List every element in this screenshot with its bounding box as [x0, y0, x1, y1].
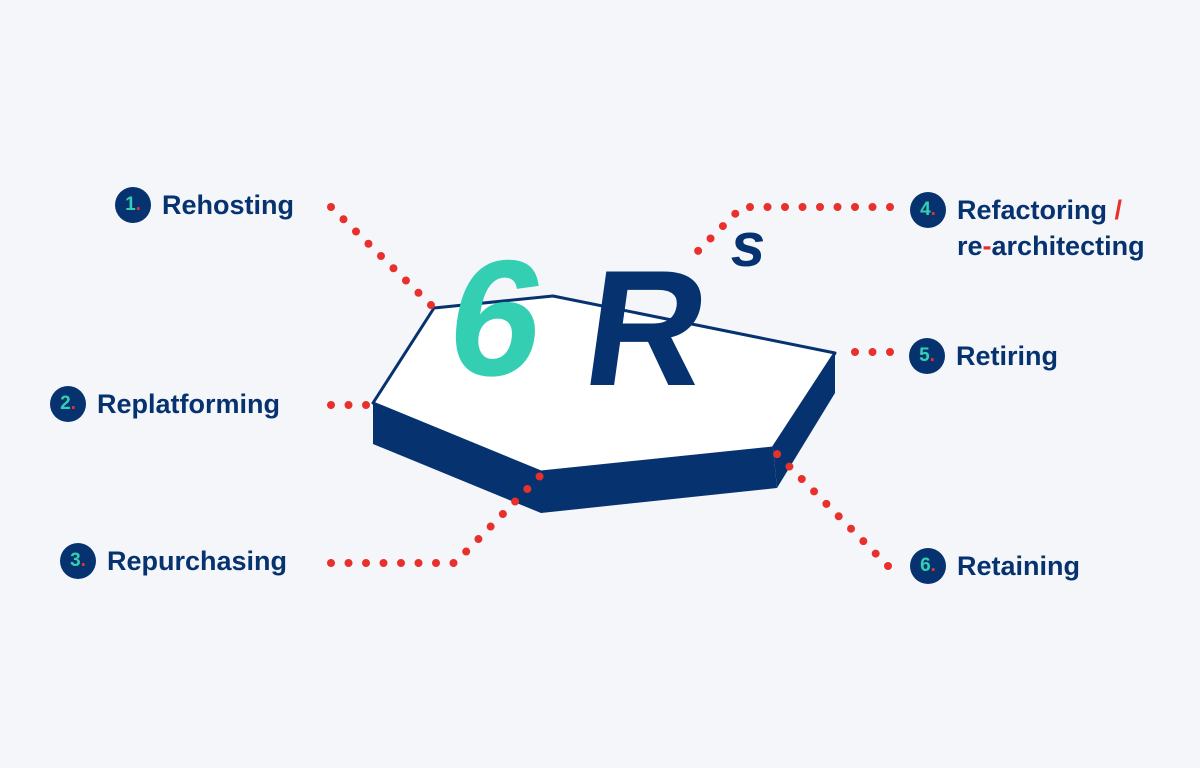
- item-repurchasing: 3. Repurchasing: [60, 543, 287, 579]
- number-badge: 5.: [909, 338, 945, 374]
- number-badge: 4.: [910, 192, 946, 228]
- item-label: Rehosting: [162, 190, 294, 220]
- hexagon-top: [371, 294, 837, 474]
- connector-refactoring: [691, 203, 894, 258]
- hexagon-side-right: [773, 353, 835, 488]
- connector-retaining: [769, 446, 892, 570]
- item-rehosting: 1. Rehosting: [115, 187, 294, 223]
- hexagon-platform: [371, 294, 837, 513]
- number-badge: 1.: [115, 187, 151, 223]
- hexagon-side-front: [541, 448, 777, 513]
- item-retiring: 5. Retiring: [909, 338, 1058, 374]
- item-label: Replatforming: [97, 389, 281, 419]
- connector-repurchasing: [327, 471, 545, 567]
- item-label-line-1: Refactoring /: [957, 195, 1123, 225]
- item-retaining: 6. Retaining: [910, 548, 1080, 584]
- title-letter: R: [574, 237, 719, 421]
- number-badge: 6.: [910, 548, 946, 584]
- item-label: Retaining: [957, 551, 1081, 581]
- connector-rehosting: [327, 203, 438, 312]
- item-replatforming: 2. Replatforming: [50, 386, 280, 422]
- item-refactoring: 4. Refactoring / re-architecting: [910, 192, 1145, 264]
- number-badge: 2.: [50, 386, 86, 422]
- item-label: Repurchasing: [107, 546, 288, 576]
- item-label: Retiring: [956, 341, 1059, 371]
- number-badge: 3.: [60, 543, 96, 579]
- item-label-line-2: re-architecting: [957, 231, 1145, 261]
- hexagon-side-left: [373, 403, 541, 513]
- title-suffix: s: [731, 211, 765, 280]
- item-label-group: Refactoring / re-architecting: [957, 192, 1145, 264]
